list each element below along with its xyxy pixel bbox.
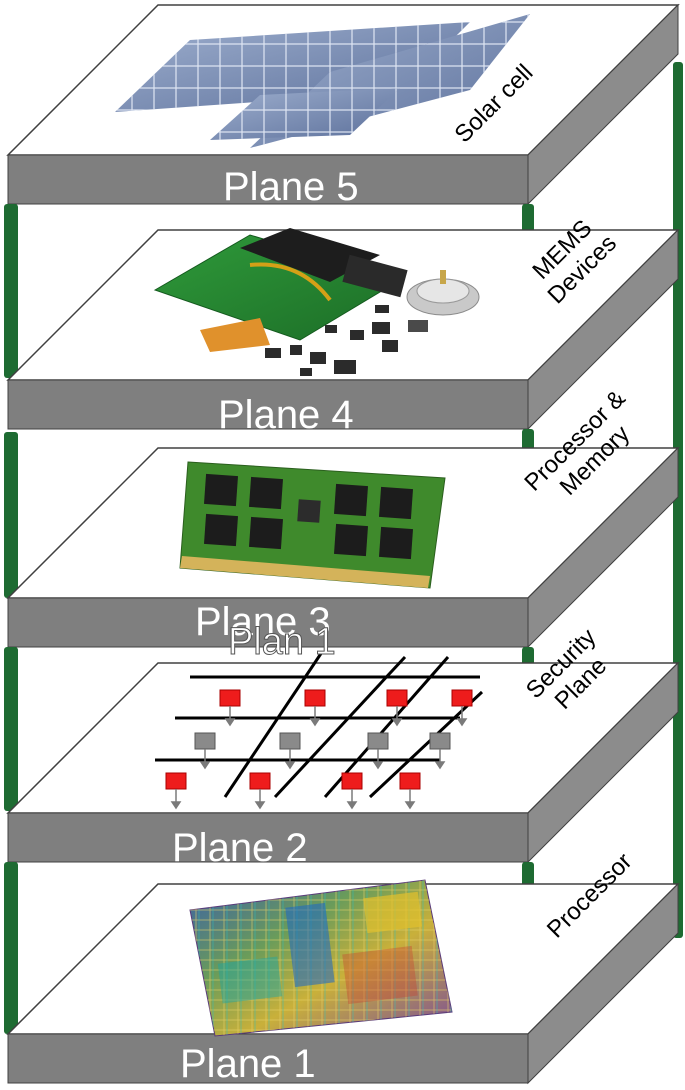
plane-1-front [7, 1033, 529, 1084]
plane-1 [6, 879, 680, 1085]
overlap-text: Plan 1 [228, 621, 337, 663]
solar-panel-icon [115, 14, 530, 148]
pillar [4, 432, 18, 598]
plane-3-front [7, 597, 529, 648]
processor-die-icon [189, 879, 453, 1037]
pillar [4, 862, 18, 1034]
plane-1-label: Plane 1 [180, 1042, 316, 1086]
mems-components-icon [153, 228, 480, 376]
memory-module-icon [179, 461, 446, 589]
plane-4 [6, 228, 680, 431]
plane-3-label: Plane 3 [195, 600, 331, 644]
plane-2-label: Plane 2 [172, 826, 308, 870]
plane-4-front [7, 379, 529, 430]
pillar [4, 647, 18, 811]
plane-2 [6, 651, 680, 864]
plane-2-front [7, 812, 529, 863]
plane-3 [6, 446, 680, 649]
plane-5-label: Plane 5 [223, 165, 359, 209]
plane-5-front [7, 154, 529, 205]
plane-4-label: Plane 4 [218, 393, 354, 437]
plane-5 [6, 3, 680, 206]
pillar [4, 204, 18, 378]
security-grid-icon [155, 651, 484, 810]
